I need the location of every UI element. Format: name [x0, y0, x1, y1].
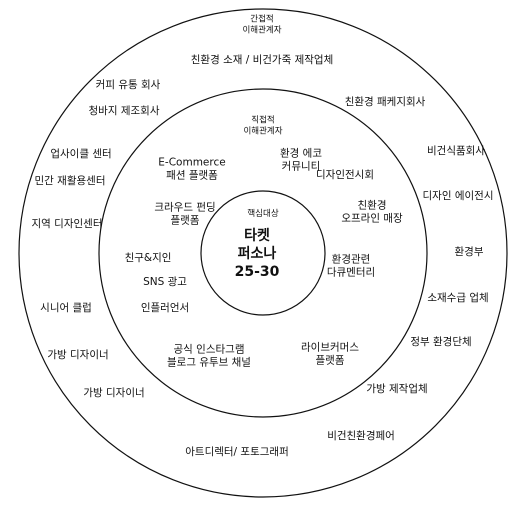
indirect-stakeholder-label: 비건친환경페어: [327, 429, 395, 442]
direct-stakeholder-label: 친구&지인: [125, 252, 172, 264]
indirect-stakeholder-label: 소재수급 업체: [427, 291, 488, 304]
indirect-stakeholder-label: 청바지 제조회사: [89, 105, 160, 117]
indirect-stakeholder-label: 가방 디자이너: [83, 387, 144, 399]
indirect-stakeholder-label: 환경부: [455, 245, 484, 258]
core-ring: [200, 190, 326, 316]
indirect-stakeholder-label: 비건식품회사: [427, 145, 485, 157]
indirect-stakeholder-label: 가방 디자이너: [47, 349, 108, 361]
direct-stakeholder-label: 디자인전시회: [316, 169, 374, 181]
indirect-stakeholder-label: 정부 환경단체: [410, 335, 471, 348]
indirect-stakeholder-label: 커피 유통 회사: [96, 79, 161, 91]
indirect-stakeholder-label: 업사이클 센터: [50, 147, 111, 160]
indirect-stakeholder-label: 가방 제작업체: [366, 382, 427, 395]
direct-stakeholder-label: SNS 광고: [143, 276, 187, 288]
indirect-stakeholder-label: 친환경 소재 / 비건가죽 제작업체: [191, 53, 333, 66]
indirect-stakeholder-label: 민간 재활용센터: [35, 174, 106, 187]
core-title: 핵심대상: [247, 208, 278, 219]
direct-stakeholder-label: 인플러언서: [141, 302, 189, 314]
indirect-stakeholder-label: 아트디렉터/ 포토그래퍼: [185, 446, 288, 458]
indirect-stakeholder-label: 지역 디자인센터: [32, 218, 103, 230]
indirect-stakeholder-label: 디자인 에이전시: [423, 190, 494, 202]
indirect-stakeholder-label: 시니어 클럽: [40, 301, 92, 314]
indirect-stakeholder-label: 친환경 패케지회사: [345, 95, 426, 108]
